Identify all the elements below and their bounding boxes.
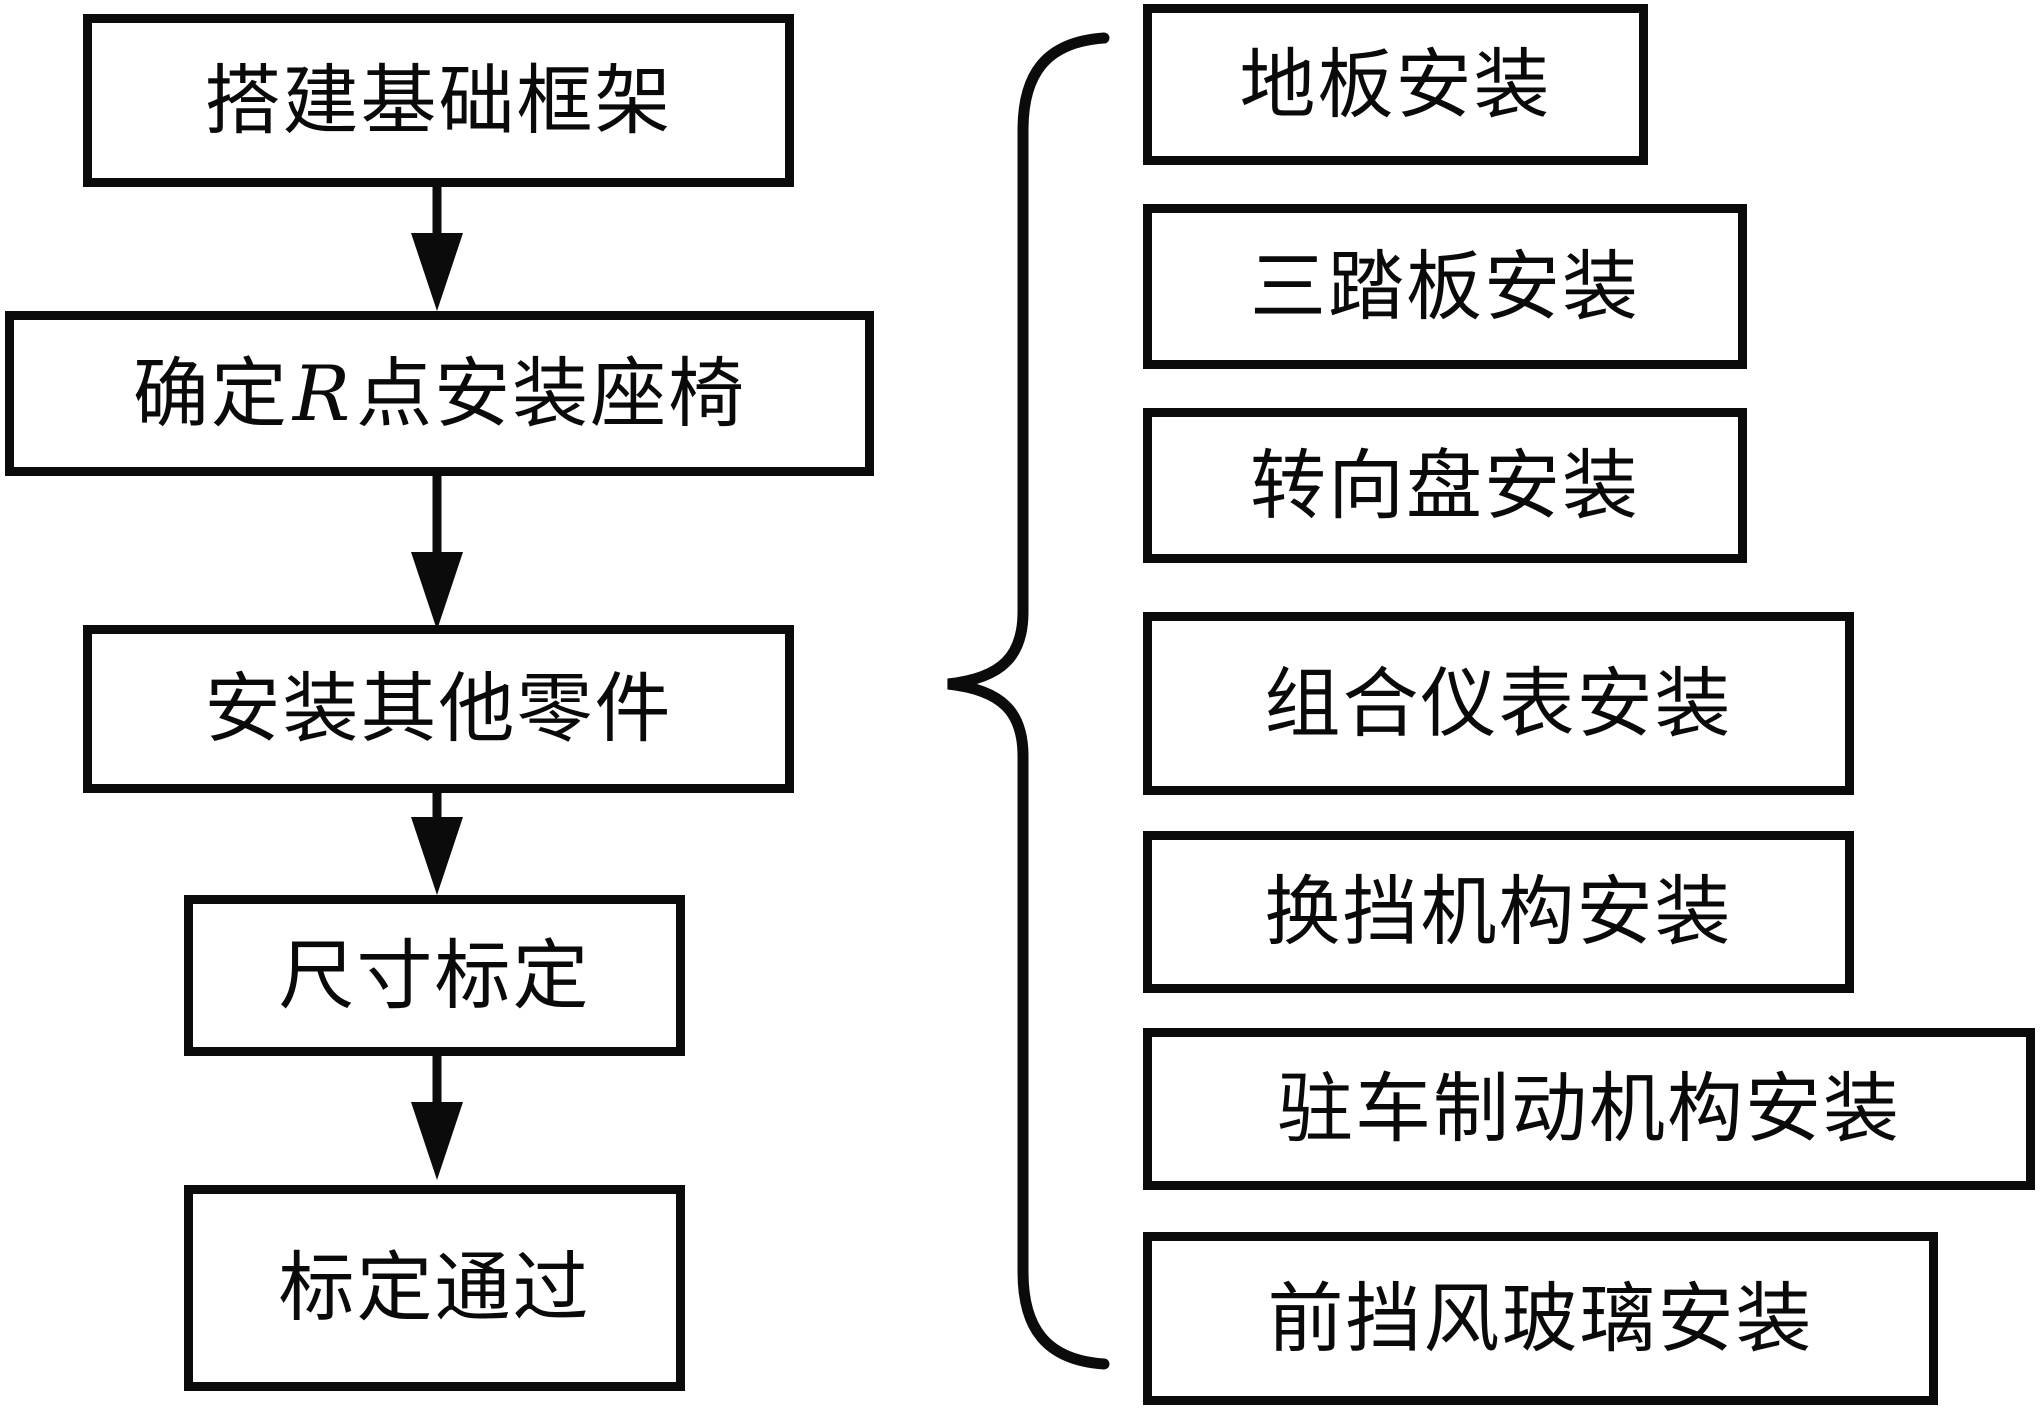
down-arrow-4 (411, 1056, 463, 1180)
sub-step-label: 地板安装 (1239, 39, 1552, 129)
down-arrow-3 (411, 793, 463, 895)
flow-step-calibration-passed: 标定通过 (184, 1185, 685, 1391)
down-arrow-2 (411, 476, 463, 630)
r-point-symbol: R (292, 348, 353, 438)
sub-step-label: 组合仪表安装 (1264, 658, 1733, 748)
flow-step-label: 标定通过 (278, 1243, 591, 1332)
sub-step-parking-brake-mechanism-install: 驻车制动机构安装 (1143, 1028, 2035, 1190)
sub-step-label: 转向盘安装 (1250, 440, 1640, 530)
grouping-brace-icon (947, 32, 1110, 1370)
sub-step-three-pedals-install: 三踏板安装 (1143, 204, 1747, 369)
sub-step-gear-shift-mechanism-install: 换挡机构安装 (1143, 831, 1854, 993)
flow-step-confirm-r-point-install-seat: 确定R点安装座椅 (5, 311, 874, 476)
flow-step-dimension-calibration: 尺寸标定 (184, 895, 685, 1056)
sub-step-front-windshield-install: 前挡风玻璃安装 (1143, 1232, 1938, 1405)
flow-step-build-base-frame: 搭建基础框架 (83, 14, 794, 187)
sub-step-label: 换挡机构安装 (1264, 867, 1733, 956)
sub-step-steering-wheel-install: 转向盘安装 (1143, 408, 1747, 563)
flow-step-label: 安装其他零件 (204, 664, 673, 753)
sub-step-instrument-cluster-install: 组合仪表安装 (1143, 612, 1854, 795)
flow-step-install-other-parts: 安装其他零件 (83, 625, 794, 793)
sub-step-label: 驻车制动机构安装 (1277, 1064, 1901, 1153)
down-arrow-1 (411, 187, 463, 311)
sub-step-floor-install: 地板安装 (1143, 4, 1648, 165)
sub-step-label: 前挡风玻璃安装 (1267, 1273, 1814, 1363)
flow-step-label: 确定R点安装座椅 (132, 348, 747, 438)
flow-step-label: 搭建基础框架 (204, 55, 673, 145)
flow-step-label: 尺寸标定 (278, 930, 591, 1020)
sub-step-label: 三踏板安装 (1250, 241, 1640, 331)
